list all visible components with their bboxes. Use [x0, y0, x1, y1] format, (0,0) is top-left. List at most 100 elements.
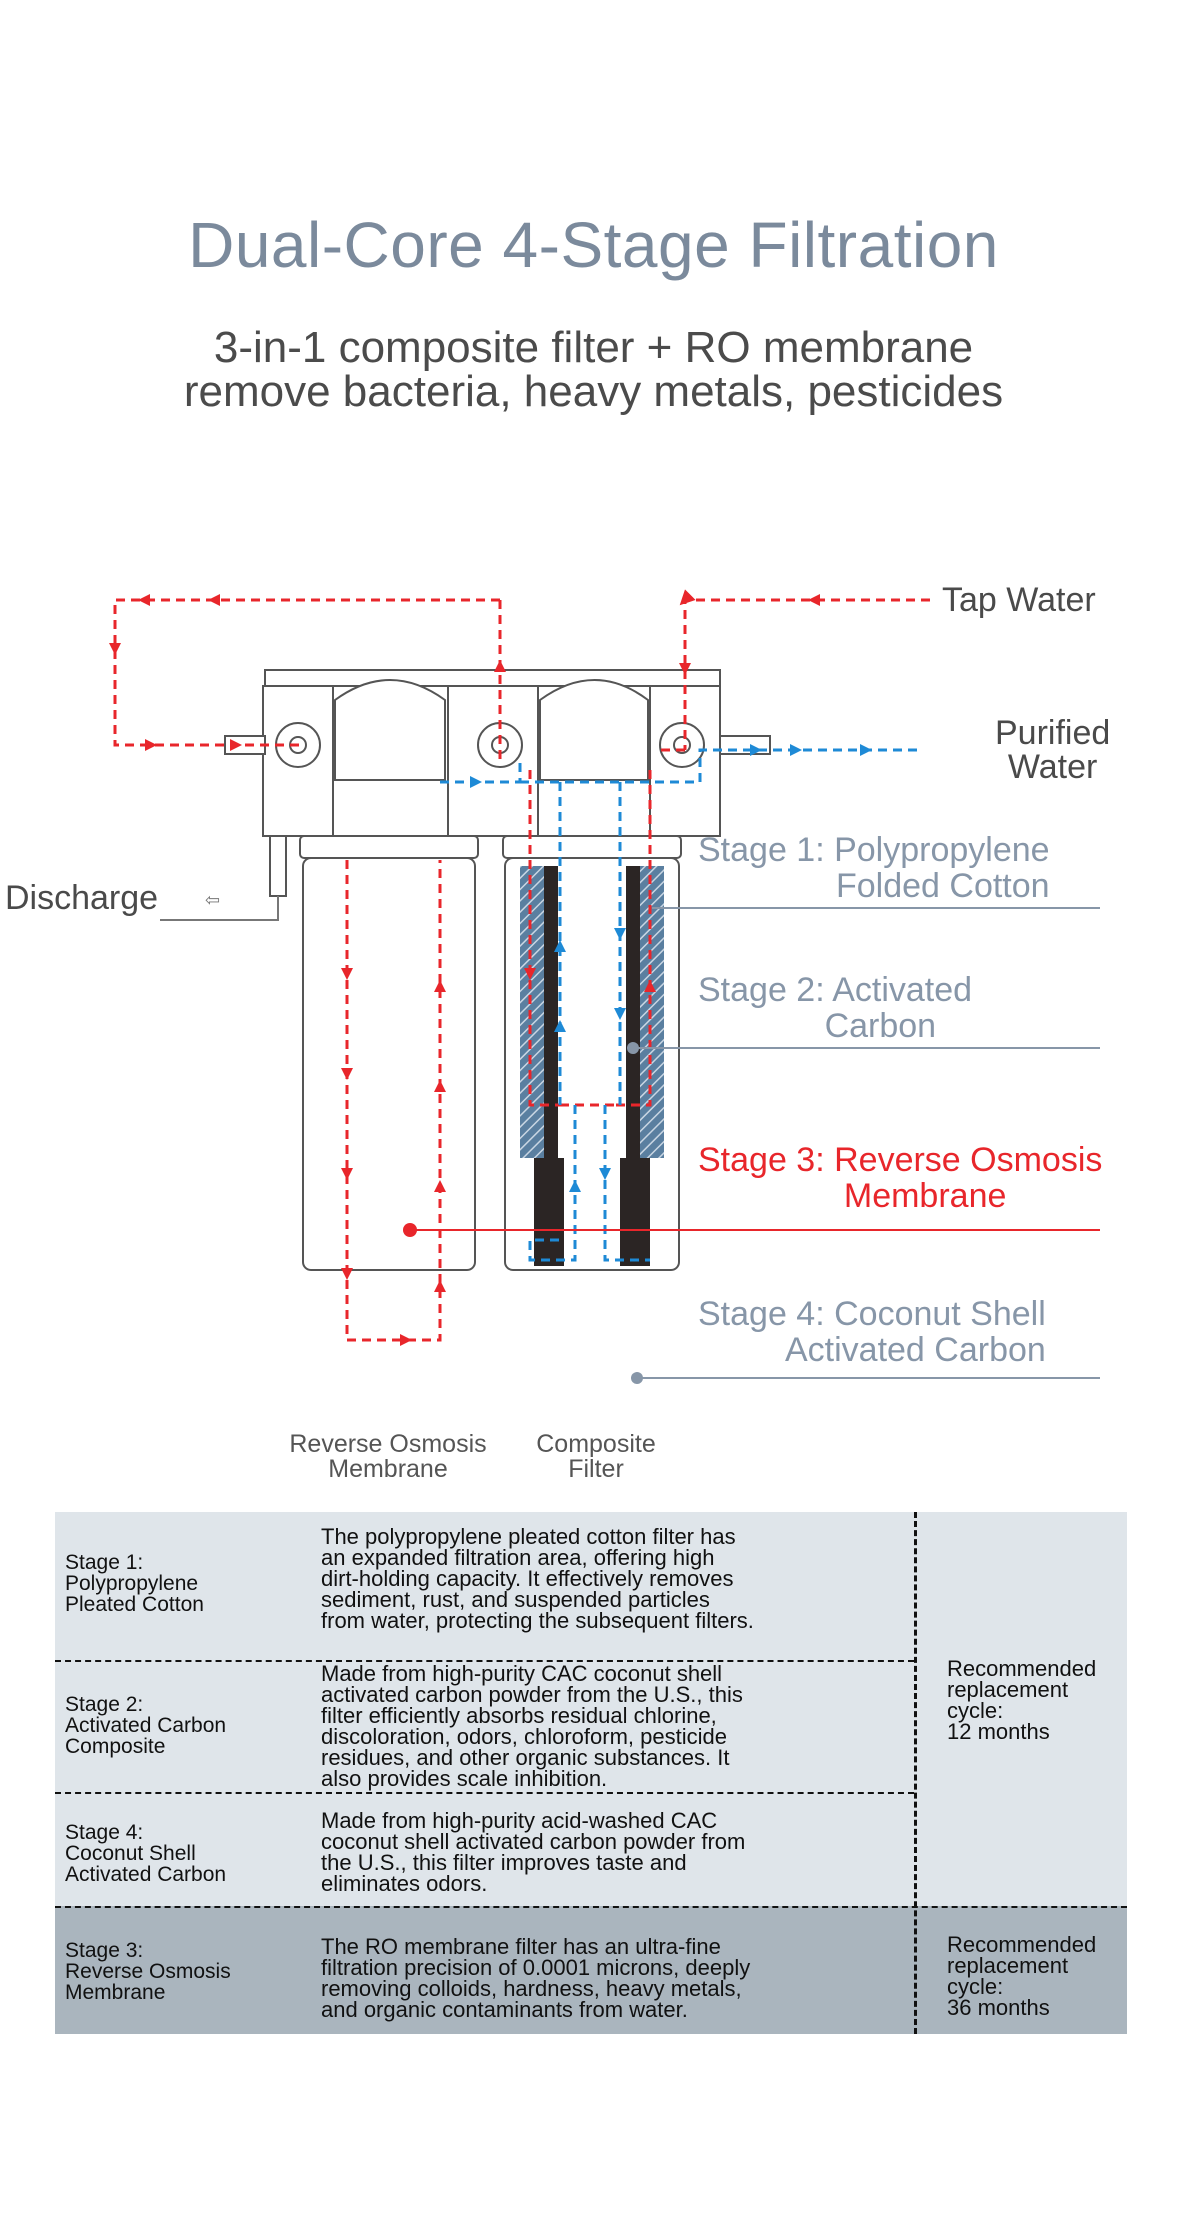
- table-row-stage3: Stage 3: Reverse Osmosis Membrane The RO…: [55, 1906, 1127, 2034]
- ro-membrane-caption: Reverse Osmosis Membrane: [268, 1432, 508, 1482]
- stage4-desc-line: coconut shell activated carbon powder fr…: [321, 1829, 746, 1854]
- ro-membrane-housing: [302, 857, 476, 1271]
- purified-water-label-line2: Water: [1007, 748, 1098, 786]
- stage1-hatch-right: [640, 866, 664, 1158]
- stage4-name-line: Stage 4:: [65, 1821, 144, 1844]
- svg-text:⇦: ⇦: [205, 890, 220, 911]
- stage4-label-line2: Activated Carbon: [784, 1331, 1046, 1369]
- stage4-carbon-left: [534, 1158, 564, 1266]
- stage1-name-line: Polypropylene: [65, 1572, 199, 1595]
- stage4-desc-line: Made from high-purity acid-washed CAC: [321, 1808, 718, 1833]
- stage2-name-line: Composite: [65, 1735, 166, 1758]
- manifold-bracket: [264, 669, 721, 687]
- purified-water-label: Purified Water: [995, 716, 1110, 784]
- stage1-name: Stage 1: Polypropylene Pleated Cotton: [65, 1552, 204, 1615]
- row-divider-3: [55, 1906, 1127, 1908]
- cycle36-line: Recommended: [947, 1932, 1097, 1957]
- row-divider-2: [55, 1792, 914, 1794]
- stage2-desc-line: also provides scale inhibition.: [321, 1766, 608, 1791]
- stage1-description: The polypropylene pleated cotton filter …: [321, 1524, 929, 1633]
- stage2-desc-line: discoloration, odors, chloroform, pestic…: [321, 1724, 727, 1749]
- stage3-description: The RO membrane filter has an ultra-fine…: [321, 1934, 929, 2022]
- stage2-label-line1: Stage 2: Activated: [698, 971, 973, 1009]
- stage4-name-line: Coconut Shell: [65, 1842, 196, 1865]
- drain-pipe: [269, 835, 287, 897]
- row-divider-1: [55, 1660, 914, 1662]
- subtitle-line-1: 3-in-1 composite filter + RO membrane: [213, 323, 974, 372]
- cycle36-line: cycle:: [947, 1974, 1004, 1999]
- stage3-name-line: Membrane: [65, 1981, 166, 2004]
- stage4-description: Made from high-purity acid-washed CAC co…: [321, 1808, 929, 1896]
- composite-caption-line1: Composite: [536, 1430, 656, 1458]
- table-row-stage4: Stage 4: Coconut Shell Activated Carbon …: [55, 1792, 1127, 1906]
- stage2-name-line: Stage 2:: [65, 1693, 144, 1716]
- stage1-desc-line: The polypropylene pleated cotton filter …: [321, 1524, 736, 1549]
- raw-water-flow: [113, 589, 930, 1342]
- stage3-name-line: Stage 3:: [65, 1939, 144, 1962]
- stage4-name: Stage 4: Coconut Shell Activated Carbon: [65, 1822, 226, 1885]
- stage2-label-line2: Carbon: [824, 1007, 937, 1045]
- stage2-name-line: Activated Carbon: [65, 1714, 227, 1737]
- stage1-name-line: Stage 1:: [65, 1551, 144, 1574]
- stage3-desc-line: and organic contaminants from water.: [321, 1997, 688, 2022]
- table-row-stage2: Stage 2: Activated Carbon Composite Made…: [55, 1660, 1127, 1792]
- cycle12-line: 12 months: [947, 1719, 1050, 1744]
- stage3-name-line: Reverse Osmosis: [65, 1960, 231, 1983]
- page-title: Dual-Core 4-Stage Filtration: [188, 209, 999, 281]
- cycle36-line: replacement: [947, 1953, 1069, 1978]
- stage4-label: Stage 4: Coconut Shell Activated Carbon: [698, 1296, 1046, 1368]
- stage4-desc-line: eliminates odors.: [321, 1871, 488, 1896]
- stage4-name-line: Activated Carbon: [65, 1863, 227, 1886]
- stage3-label-line1: Stage 3: Reverse Osmosis: [698, 1141, 1103, 1179]
- stage2-desc-line: activated carbon powder from the U.S., t…: [321, 1682, 743, 1707]
- ro-caption-line2: Membrane: [328, 1455, 448, 1483]
- stage2-carbon-right: [626, 866, 640, 1158]
- stage3-desc-line: filtration precision of 0.0001 microns, …: [321, 1955, 751, 1980]
- composite-filter-caption: Composite Filter: [512, 1432, 680, 1482]
- stage1-desc-line: dirt-holding capacity. It effectively re…: [321, 1566, 734, 1591]
- subtitle-line-2: remove bacteria, heavy metals, pesticide…: [183, 367, 1004, 416]
- stage4-label-line1: Stage 4: Coconut Shell: [698, 1295, 1046, 1333]
- table-light-section: [55, 1512, 1127, 1906]
- tap-water-label: Tap Water: [942, 581, 1096, 619]
- cycle12-line: replacement: [947, 1677, 1069, 1702]
- replacement-cycle-36: Recommended replacement cycle: 36 months: [927, 1932, 1127, 2020]
- stage4-desc-line: the U.S., this filter improves taste and: [321, 1850, 687, 1875]
- stage2-desc-line: residues, and other organic substances. …: [321, 1745, 730, 1770]
- table-dark-section: [55, 1906, 1127, 2034]
- table-column-divider: [914, 1512, 917, 2034]
- stage1-label-line1: Stage 1: Polypropylene: [698, 831, 1050, 869]
- stage2-label: Stage 2: Activated Carbon: [698, 972, 972, 1044]
- stage4-carbon-right: [620, 1158, 650, 1266]
- housing-dome-left: [334, 679, 446, 781]
- table-row-stage1: Stage 1: Polypropylene Pleated Cotton Th…: [55, 1512, 1127, 1660]
- stage2-desc-line: filter efficiently absorbs residual chlo…: [321, 1703, 717, 1728]
- housing-dome-right: [539, 679, 649, 781]
- stage1-hatch-left: [520, 866, 544, 1158]
- discharge-label: Discharge: [5, 879, 159, 917]
- filtration-diagram: ⇦: [0, 560, 1187, 1510]
- composite-caption-line2: Filter: [568, 1455, 624, 1483]
- stage1-label: Stage 1: Polypropylene Folded Cotton: [698, 832, 1050, 904]
- stage3-label: Stage 3: Reverse Osmosis Membrane: [698, 1142, 1102, 1214]
- purified-water-flow: [440, 748, 920, 1262]
- cycle36-line: 36 months: [947, 1995, 1050, 2020]
- stage2-carbon-left: [544, 866, 558, 1158]
- stage3-name: Stage 3: Reverse Osmosis Membrane: [65, 1940, 231, 2003]
- stage1-desc-line: sediment, rust, and suspended particles: [321, 1587, 710, 1612]
- stage2-description: Made from high-purity CAC coconut shell …: [321, 1661, 929, 1791]
- stage1-name-line: Pleated Cotton: [65, 1593, 204, 1616]
- filter-illustration: ⇦: [109, 589, 1100, 1384]
- purified-water-label-line1: Purified: [995, 714, 1111, 752]
- stage1-desc-line: an expanded filtration area, offering hi…: [321, 1545, 715, 1570]
- stage3-desc-line: removing colloids, hardness, heavy metal…: [321, 1976, 742, 2001]
- replacement-cycle-12: Recommended replacement cycle: 12 months: [927, 1656, 1127, 1744]
- stage1-label-line2: Folded Cotton: [835, 867, 1050, 905]
- cycle12-line: Recommended: [947, 1656, 1097, 1681]
- cycle12-line: cycle:: [947, 1698, 1004, 1723]
- stage2-name: Stage 2: Activated Carbon Composite: [65, 1694, 226, 1757]
- stage1-desc-line: from water, protecting the subsequent fi…: [321, 1608, 754, 1633]
- ro-caption-line1: Reverse Osmosis: [289, 1430, 487, 1458]
- stage3-desc-line: The RO membrane filter has an ultra-fine: [321, 1934, 721, 1959]
- stage2-desc-line: Made from high-purity CAC coconut shell: [321, 1661, 723, 1686]
